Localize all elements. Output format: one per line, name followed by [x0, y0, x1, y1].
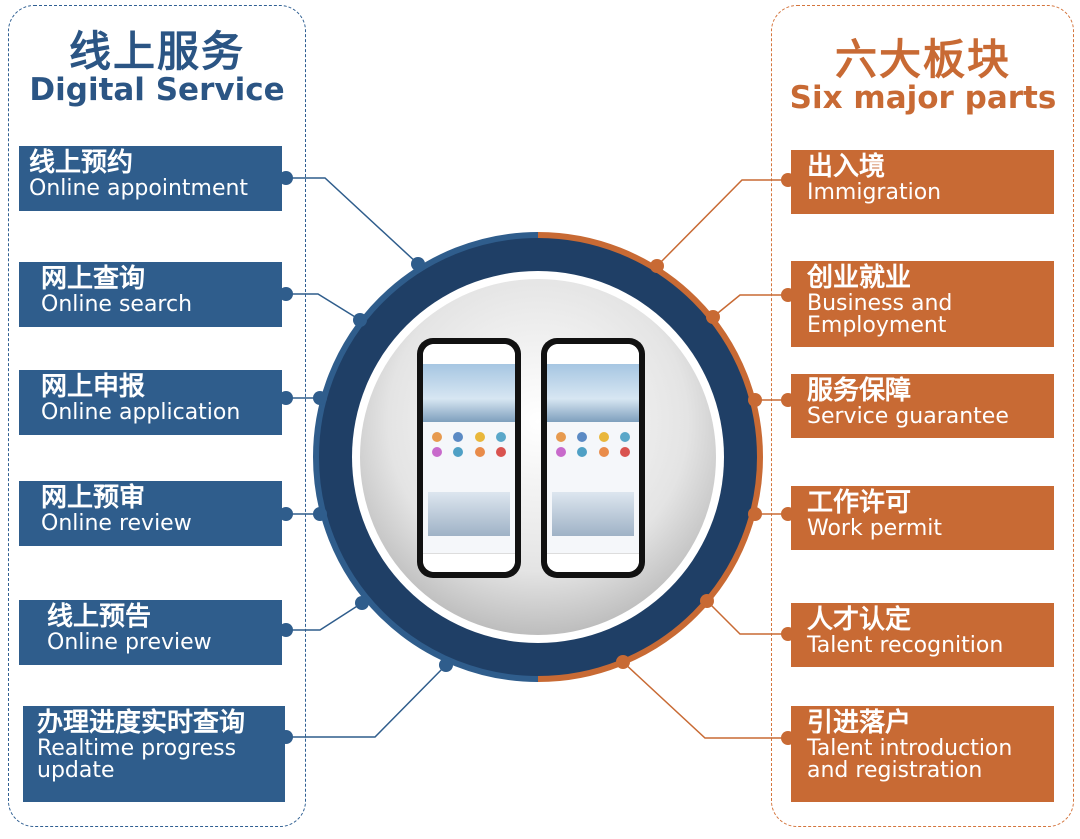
item-label-en: Talent introduction and registration — [807, 736, 1013, 783]
item-label-cn: 网上申报 — [41, 372, 146, 402]
ring-blue-arc — [313, 232, 539, 682]
phone-mockup-chinese — [417, 338, 521, 578]
ring-dot-right-6 — [616, 655, 630, 669]
ring-dot-right-5 — [700, 594, 714, 608]
ring-dot-right-1 — [650, 259, 664, 273]
item-label-en: Immigration — [807, 180, 942, 205]
ring-dot-left-1 — [411, 257, 425, 271]
six-major-parts-heading: 六大板块 Six major parts — [773, 35, 1073, 117]
left-item-online-review: 网上预审 Online review — [19, 481, 282, 546]
phone-status-bar — [423, 344, 515, 364]
digital-service-title-cn: 线上服务 — [68, 27, 245, 76]
phone-icon-grid — [423, 422, 515, 467]
six-major-parts-title-en: Six major parts — [789, 80, 1057, 117]
left-dot-1 — [279, 171, 293, 185]
ring-dot-left-3 — [313, 391, 327, 405]
ring-dot-left-4 — [313, 507, 327, 521]
left-item-online-application: 网上申报 Online application — [19, 370, 282, 435]
phone-mockup-english — [541, 338, 645, 578]
digital-service-title-en: Digital Service — [29, 72, 285, 109]
ring-dot-right-3 — [748, 393, 762, 407]
left-item-realtime-progress: 办理进度实时查询 Realtime progress update — [23, 706, 285, 802]
ring-dot-right-4 — [748, 507, 762, 521]
left-item-online-search: 网上查询 Online search — [19, 262, 282, 327]
phone-tab-bar — [423, 553, 515, 572]
right-item-work-permit: 工作许可 Work permit — [791, 486, 1054, 550]
item-label-en: Online appointment — [29, 176, 249, 201]
phone-screen — [547, 344, 639, 572]
right-item-service-guarantee: 服务保障 Service guarantee — [791, 374, 1054, 438]
item-label-cn: 创业就业 — [807, 263, 912, 293]
item-label-en: Talent recognition — [807, 633, 1004, 658]
item-label-cn: 网上查询 — [41, 264, 146, 294]
left-dot-5 — [279, 623, 293, 637]
item-label-cn: 网上预审 — [41, 483, 146, 513]
item-label-cn: 办理进度实时查询 — [37, 708, 246, 738]
ring-dot-right-2 — [706, 310, 720, 324]
phone-banner-image — [547, 364, 639, 422]
right-item-talent-introduction: 引进落户 Talent introduction and registratio… — [791, 706, 1054, 802]
right-item-immigration: 出入境 Immigration — [791, 150, 1054, 214]
phone-banner-image — [423, 364, 515, 422]
left-dot-4 — [279, 507, 293, 521]
left-item-online-appointment: 线上预约 Online appointment — [19, 146, 282, 211]
item-label-en: Work permit — [807, 516, 943, 541]
item-label-cn: 服务保障 — [807, 376, 912, 406]
phone-icon-grid — [547, 422, 639, 467]
ring-orange-arc — [537, 232, 763, 682]
six-major-parts-panel — [771, 5, 1074, 827]
left-dot-2 — [279, 287, 293, 301]
item-label-cn: 出入境 — [807, 152, 886, 182]
inner-disc — [360, 279, 716, 635]
item-label-en: Online application — [41, 400, 241, 425]
right-item-talent-recognition: 人才认定 Talent recognition — [791, 603, 1054, 667]
item-label-en: Business and Employment — [807, 291, 953, 338]
item-label-cn: 人才认定 — [807, 605, 912, 635]
item-label-en: Online review — [41, 511, 192, 536]
item-label-cn: 线上预告 — [47, 602, 152, 632]
item-label-en: Online preview — [47, 630, 212, 655]
right-item-business-employment: 创业就业 Business and Employment — [791, 261, 1054, 347]
ring-dot-left-5 — [355, 596, 369, 610]
digital-service-panel — [8, 5, 306, 827]
left-dot-3 — [279, 391, 293, 405]
item-label-cn: 工作许可 — [807, 488, 912, 518]
item-label-en: Service guarantee — [807, 404, 1009, 429]
item-label-en: Realtime progress update — [37, 736, 237, 783]
ring-dot-left-2 — [353, 313, 367, 327]
phone-tab-bar — [547, 553, 639, 572]
phone-photo-image — [428, 492, 510, 536]
item-label-en: Online search — [41, 292, 193, 317]
phone-photo-image — [552, 492, 634, 536]
phone-status-bar — [547, 344, 639, 364]
item-label-cn: 引进落户 — [807, 708, 912, 738]
item-label-cn: 线上预约 — [29, 148, 134, 178]
left-item-online-preview: 线上预告 Online preview — [19, 600, 282, 665]
six-major-parts-title-cn: 六大板块 — [834, 35, 1011, 84]
phone-screen — [423, 344, 515, 572]
digital-service-heading: 线上服务 Digital Service — [10, 27, 304, 109]
ring-dot-left-6 — [439, 658, 453, 672]
